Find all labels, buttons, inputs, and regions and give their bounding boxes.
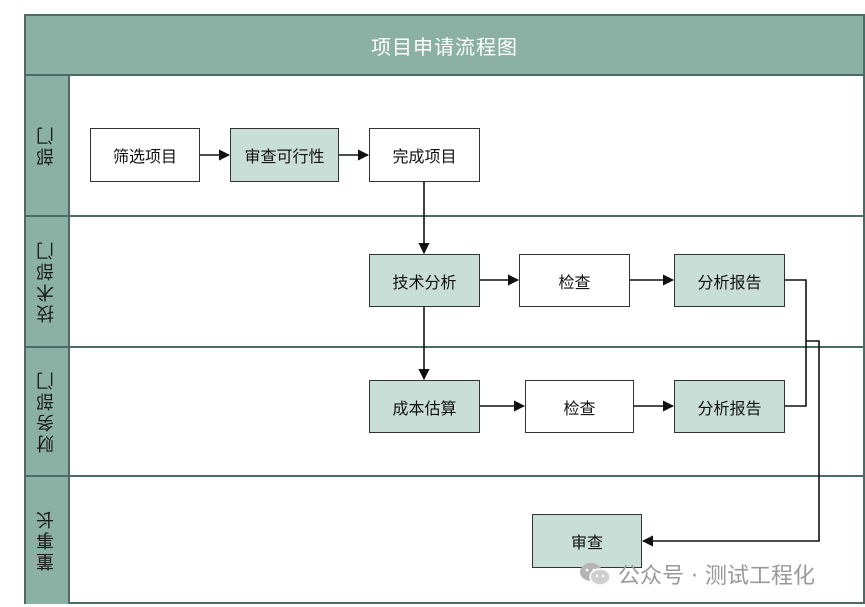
edge-tech-report-merge xyxy=(785,279,807,407)
lane-separator xyxy=(24,215,865,217)
node-finance-check: 检查 xyxy=(525,380,634,433)
watermark: 公众号 · 测试工程化 xyxy=(578,558,815,590)
watermark-text: 公众号 · 测试工程化 xyxy=(618,564,815,589)
edge-reports-to-review xyxy=(641,340,820,547)
node-screen-projects: 筛选项目 xyxy=(90,128,200,182)
diagram-title: 项目申请流程图 xyxy=(24,14,865,76)
node-tech-check: 检查 xyxy=(519,254,630,307)
node-finance-report: 分析报告 xyxy=(674,380,785,433)
node-review-feasibility: 审查可行性 xyxy=(230,128,339,182)
node-cost-estimate: 成本估算 xyxy=(369,380,480,433)
node-tech-analysis: 技术分析 xyxy=(369,254,480,307)
diagram-frame xyxy=(24,14,865,604)
node-complete-project: 完成项目 xyxy=(369,128,480,182)
wechat-icon xyxy=(580,563,611,586)
lane-separator xyxy=(24,346,865,348)
lane-label-column xyxy=(24,76,70,604)
node-tech-report: 分析报告 xyxy=(674,254,785,307)
lane-separator xyxy=(24,475,865,477)
